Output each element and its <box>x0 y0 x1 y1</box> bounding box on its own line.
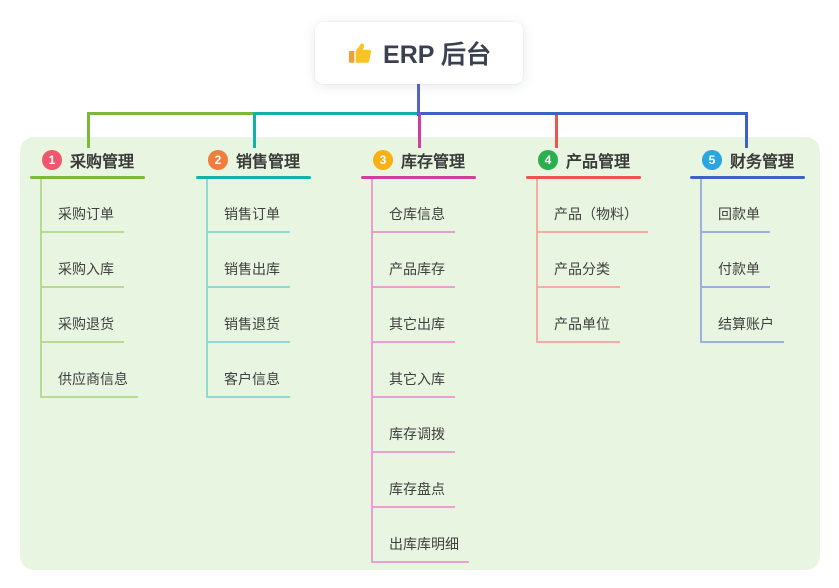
child-node[interactable]: 销售退货 <box>206 314 290 343</box>
root-stem-line <box>417 84 420 116</box>
child-node[interactable]: 库存调拨 <box>371 424 455 453</box>
branch-number-badge: 3 <box>373 150 393 170</box>
branch-node-label: 财务管理 <box>730 154 795 171</box>
child-rail-branch-2 <box>206 179 208 397</box>
child-node[interactable]: 库存盘点 <box>371 479 455 508</box>
branch-node-1[interactable]: 1 采购管理 <box>30 148 134 172</box>
child-node[interactable]: 回款单 <box>700 204 770 233</box>
canvas-panel <box>20 137 820 570</box>
connector-drop-branch-5 <box>745 112 748 148</box>
branch-node-label: 库存管理 <box>401 154 466 171</box>
branch-underline-3 <box>361 176 476 179</box>
child-node[interactable]: 产品分类 <box>536 259 620 288</box>
connector-drop-branch-1 <box>87 112 90 148</box>
branch-node-label: 产品管理 <box>566 154 631 171</box>
branch-node-label: 采购管理 <box>70 154 135 171</box>
branch-node-label: 销售管理 <box>236 154 301 171</box>
connector-drop-branch-4 <box>555 112 558 148</box>
child-rail-branch-3 <box>371 179 373 562</box>
branch-node-4[interactable]: 4 产品管理 <box>526 148 630 172</box>
child-node[interactable]: 其它出库 <box>371 314 455 343</box>
branch-node-2[interactable]: 2 销售管理 <box>196 148 300 172</box>
connector-drop-branch-3 <box>418 112 421 148</box>
branch-number-badge: 2 <box>208 150 228 170</box>
child-node[interactable]: 产品（物料） <box>536 204 648 233</box>
child-node[interactable]: 客户信息 <box>206 369 290 398</box>
child-node[interactable]: 产品单位 <box>536 314 620 343</box>
child-node[interactable]: 结算账户 <box>700 314 784 343</box>
connector-branch-2 <box>253 112 420 115</box>
child-node[interactable]: 仓库信息 <box>371 204 455 233</box>
child-node[interactable]: 供应商信息 <box>40 369 138 398</box>
child-node[interactable]: 采购退货 <box>40 314 124 343</box>
child-rail-branch-4 <box>536 179 538 342</box>
branch-underline-1 <box>30 176 145 179</box>
branch-node-3[interactable]: 3 库存管理 <box>361 148 465 172</box>
root-node-label: ERP 后台 <box>383 41 491 69</box>
branch-number-badge: 1 <box>42 150 62 170</box>
connector-drop-branch-2 <box>253 112 256 148</box>
child-node[interactable]: 销售订单 <box>206 204 290 233</box>
child-node[interactable]: 产品库存 <box>371 259 455 288</box>
branch-underline-2 <box>196 176 311 179</box>
branch-underline-4 <box>526 176 641 179</box>
branch-number-badge: 4 <box>538 150 558 170</box>
branch-number-badge: 5 <box>702 150 722 170</box>
child-node[interactable]: 采购订单 <box>40 204 124 233</box>
child-node[interactable]: 其它入库 <box>371 369 455 398</box>
child-node[interactable]: 采购入库 <box>40 259 124 288</box>
branch-node-5[interactable]: 5 财务管理 <box>690 148 794 172</box>
thumbs-up-icon <box>347 40 373 66</box>
connector-branch-5 <box>417 112 748 115</box>
child-node[interactable]: 出库库明细 <box>371 534 469 563</box>
child-node[interactable]: 付款单 <box>700 259 770 288</box>
child-node[interactable]: 销售出库 <box>206 259 290 288</box>
branch-underline-5 <box>690 176 805 179</box>
child-rail-branch-1 <box>40 179 42 397</box>
root-node[interactable]: ERP 后台 <box>315 22 523 84</box>
child-rail-branch-5 <box>700 179 702 342</box>
